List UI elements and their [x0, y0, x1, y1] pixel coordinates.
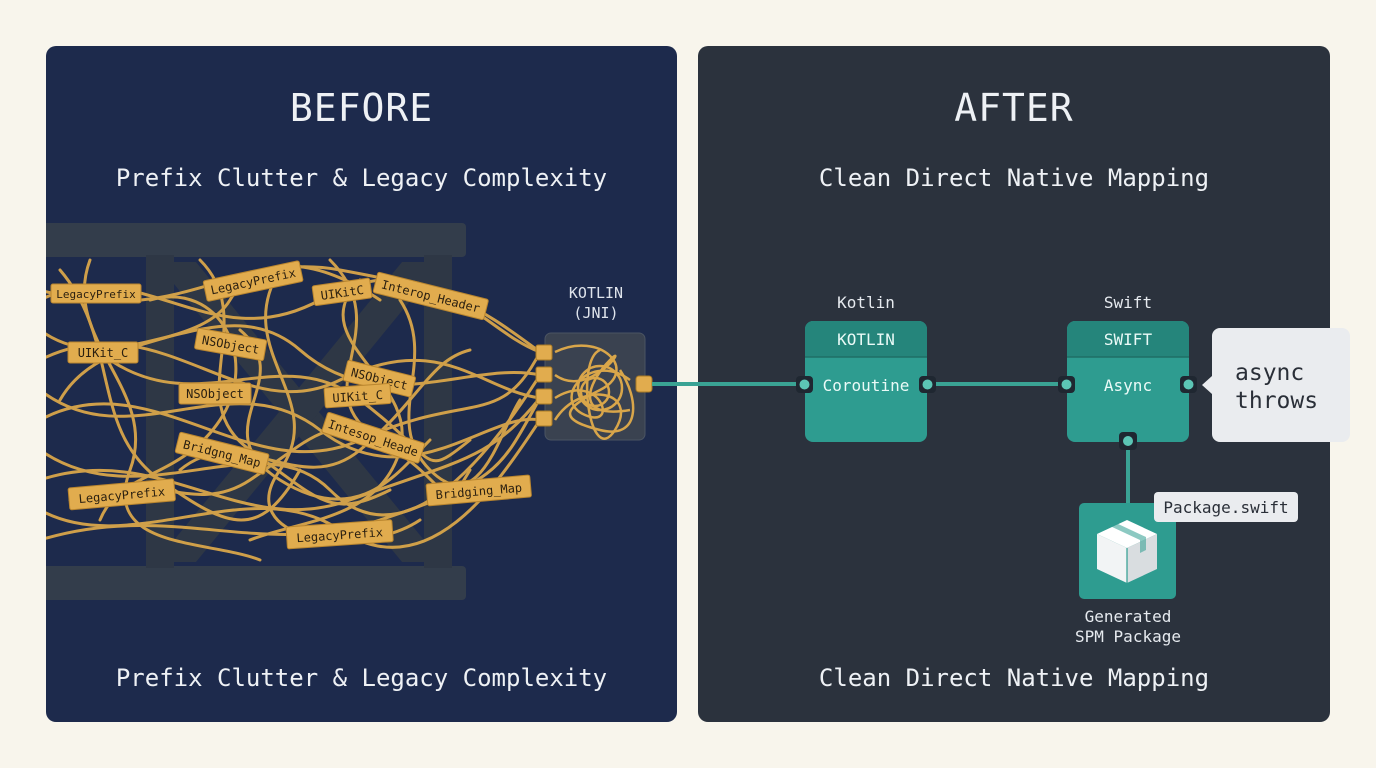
async-throws-callout: async throws — [1202, 328, 1350, 442]
callout-line2: throws — [1235, 388, 1318, 414]
before-footer: Prefix Clutter & Legacy Complexity — [115, 664, 608, 692]
swift-node: SWIFT Async — [1058, 321, 1197, 450]
tag-bridgng-map: Bridgng_Map — [174, 431, 270, 475]
tag-legacyprefix-2: LegacyPrefix — [202, 260, 304, 302]
svg-text:NSObject: NSObject — [186, 387, 244, 401]
kotlin-node-header: KOTLIN — [837, 330, 895, 349]
after-subtitle: Clean Direct Native Mapping — [818, 164, 1210, 192]
tag-legacyprefix-1: LegacyPrefix — [50, 283, 142, 304]
tag-nsobject-1: NSObject — [194, 327, 268, 362]
package-swift-tag: Package.swift — [1154, 492, 1298, 522]
svg-text:UIKitC: UIKitC — [320, 283, 365, 303]
jni-label-line1: KOTLIN — [569, 284, 623, 302]
tag-legacyprefix-3: LegacyPrefix — [67, 478, 176, 511]
svg-text:UIKit_C: UIKit_C — [332, 388, 383, 405]
svg-text:Package.swift: Package.swift — [1163, 498, 1288, 517]
tag-uikit-c-2: UIKit_C — [323, 383, 392, 409]
svg-text:UIKit_C: UIKit_C — [78, 346, 129, 360]
package-caption-line1: Generated — [1085, 607, 1172, 626]
swift-node-body: Async — [1104, 376, 1152, 395]
swift-node-caption: Swift — [1104, 293, 1152, 312]
svg-text:LegacyPrefix: LegacyPrefix — [296, 525, 383, 545]
spm-package-node — [1079, 503, 1176, 599]
kotlin-node: KOTLIN Coroutine — [796, 321, 936, 442]
after-footer: Clean Direct Native Mapping — [818, 664, 1210, 692]
svg-text:LegacyPrefix: LegacyPrefix — [56, 288, 136, 301]
kotlin-node-body: Coroutine — [823, 376, 910, 395]
before-title: BEFORE — [289, 86, 434, 130]
package-box-icon — [1097, 520, 1157, 583]
before-subtitle: Prefix Clutter & Legacy Complexity — [115, 164, 608, 192]
jni-ports — [535, 344, 653, 427]
callout-line1: async — [1235, 360, 1304, 386]
tag-uikit-c-1: UIKit_C — [67, 341, 139, 364]
scaffold-bottom-beam — [46, 566, 466, 600]
jni-knot — [553, 344, 635, 440]
tag-uikitc-1: UIKitC — [311, 277, 373, 307]
scaffold-top-beam — [46, 223, 466, 257]
jni-output-port — [635, 375, 653, 393]
swift-node-header: SWIFT — [1104, 330, 1153, 349]
tag-bridging-map: Bridging_Map — [425, 474, 532, 507]
after-title: AFTER — [954, 86, 1074, 130]
legacy-scaffold: LegacyPrefix LegacyPrefix UIKitC Interop… — [46, 223, 653, 600]
legacy-tags: LegacyPrefix LegacyPrefix UIKitC Interop… — [50, 260, 532, 550]
package-caption-line2: SPM Package — [1075, 627, 1181, 646]
tag-nsobject-3: NSObject — [178, 382, 252, 405]
kotlin-node-caption: Kotlin — [837, 293, 895, 312]
tag-legacyprefix-4: LegacyPrefix — [285, 519, 394, 550]
jni-label-line2: (JNI) — [573, 304, 618, 322]
